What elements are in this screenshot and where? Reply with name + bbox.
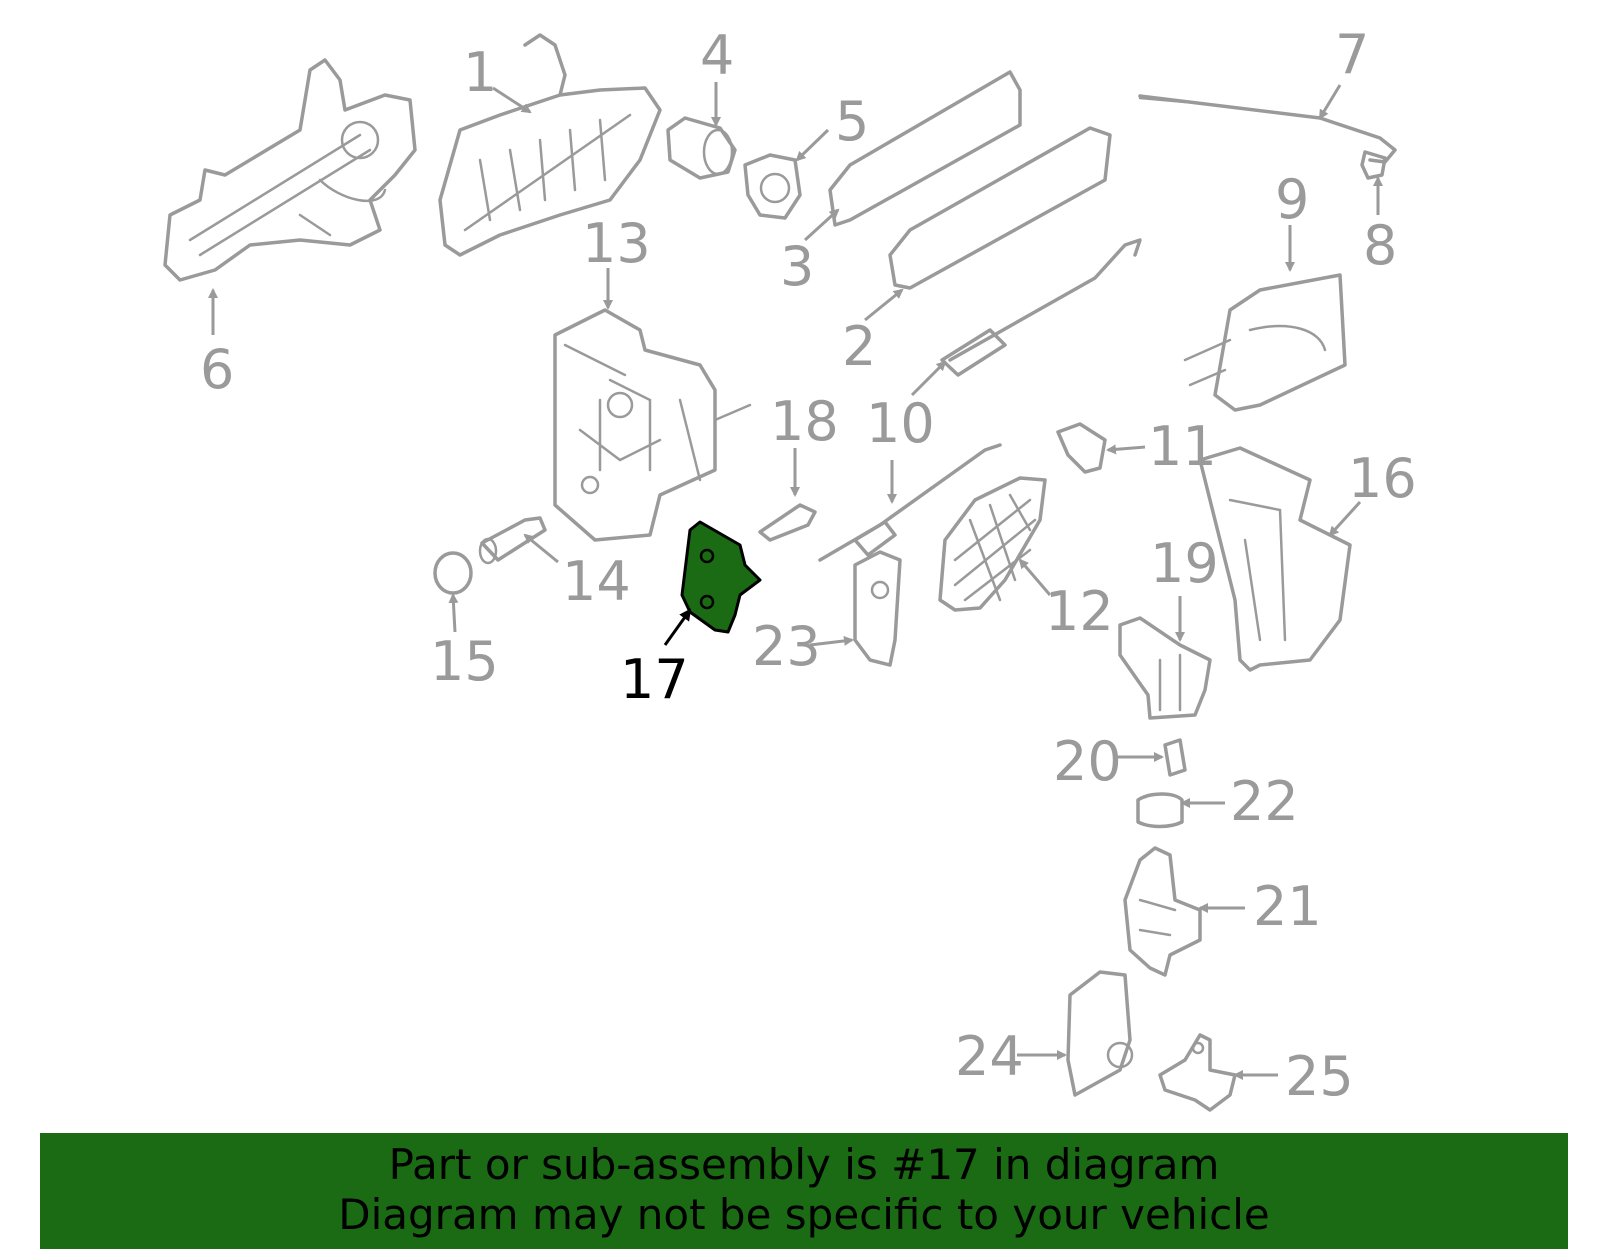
part-9-inside-handle[interactable] xyxy=(1183,273,1347,412)
part-3-handle-cover[interactable] xyxy=(828,70,1022,227)
callout-label-20: 20 xyxy=(1053,730,1122,793)
callout-label-23: 23 xyxy=(752,615,821,678)
callout-label-18: 18 xyxy=(770,390,839,453)
callout-label-22: 22 xyxy=(1230,770,1299,833)
part-4-lock-cylinder[interactable] xyxy=(666,116,737,180)
callout-label-3: 3 xyxy=(780,235,814,298)
callout-label-13: 13 xyxy=(582,212,651,275)
callout-label-2: 2 xyxy=(842,315,876,378)
part-10-cable[interactable] xyxy=(940,238,1142,377)
callout-label-14: 14 xyxy=(562,550,631,613)
part-22-cap[interactable] xyxy=(1136,792,1184,829)
callout-label-4: 4 xyxy=(700,24,734,87)
part-11-clip[interactable] xyxy=(1056,422,1107,474)
callout-label-7: 7 xyxy=(1335,23,1369,86)
callout-label-17: 17 xyxy=(620,648,689,711)
part-5-cylinder-housing[interactable] xyxy=(743,153,802,220)
part-19-hinge[interactable] xyxy=(1118,616,1212,720)
callout-label-15: 15 xyxy=(430,630,499,693)
part-10-rod-end[interactable] xyxy=(818,443,1002,562)
banner-line-1: Part or sub-assembly is #17 in diagram xyxy=(388,1140,1220,1189)
callout-label-25: 25 xyxy=(1285,1045,1354,1108)
callout-label-1: 1 xyxy=(463,41,497,104)
part-16-door-pocket[interactable] xyxy=(1198,446,1352,672)
callout-label-10: 10 xyxy=(866,392,935,455)
callout-label-24: 24 xyxy=(955,1025,1024,1088)
callout-label-12: 12 xyxy=(1045,580,1114,643)
part-7-rod[interactable] xyxy=(1138,94,1397,164)
part-14-bolt[interactable] xyxy=(478,516,547,565)
callout-label-6: 6 xyxy=(200,338,234,401)
callout-label-8: 8 xyxy=(1363,214,1397,277)
part-23-bracket[interactable] xyxy=(853,550,902,667)
part-1-outer-handle[interactable] xyxy=(438,33,662,257)
part-2-handle-cover[interactable] xyxy=(888,126,1112,290)
info-banner: Part or sub-assembly is #17 in diagram D… xyxy=(40,1133,1568,1249)
callout-label-19: 19 xyxy=(1150,532,1219,595)
part-24-check-strap[interactable] xyxy=(1066,970,1134,1097)
callout-label-5: 5 xyxy=(835,90,869,153)
leader-lines xyxy=(208,82,1383,1080)
part-25-bracket[interactable] xyxy=(1158,1033,1237,1112)
callout-label-11: 11 xyxy=(1148,415,1217,478)
part-21-hinge-lower[interactable] xyxy=(1123,846,1202,977)
part-13-door-latch[interactable] xyxy=(553,308,752,542)
part-20-bushing[interactable] xyxy=(1163,738,1187,777)
callout-label-9: 9 xyxy=(1275,168,1309,231)
part-15-washer[interactable] xyxy=(433,551,473,595)
part-8-clip[interactable] xyxy=(1360,150,1387,180)
part-6-handle-carrier[interactable] xyxy=(163,58,417,282)
part-17-striker[interactable] xyxy=(680,520,762,634)
callout-label-21: 21 xyxy=(1253,875,1322,938)
part-18-screw[interactable] xyxy=(758,503,817,542)
part-12-mesh-grille[interactable] xyxy=(938,476,1047,612)
callout-label-16: 16 xyxy=(1348,447,1417,510)
banner-line-2: Diagram may not be specific to your vehi… xyxy=(338,1190,1270,1239)
